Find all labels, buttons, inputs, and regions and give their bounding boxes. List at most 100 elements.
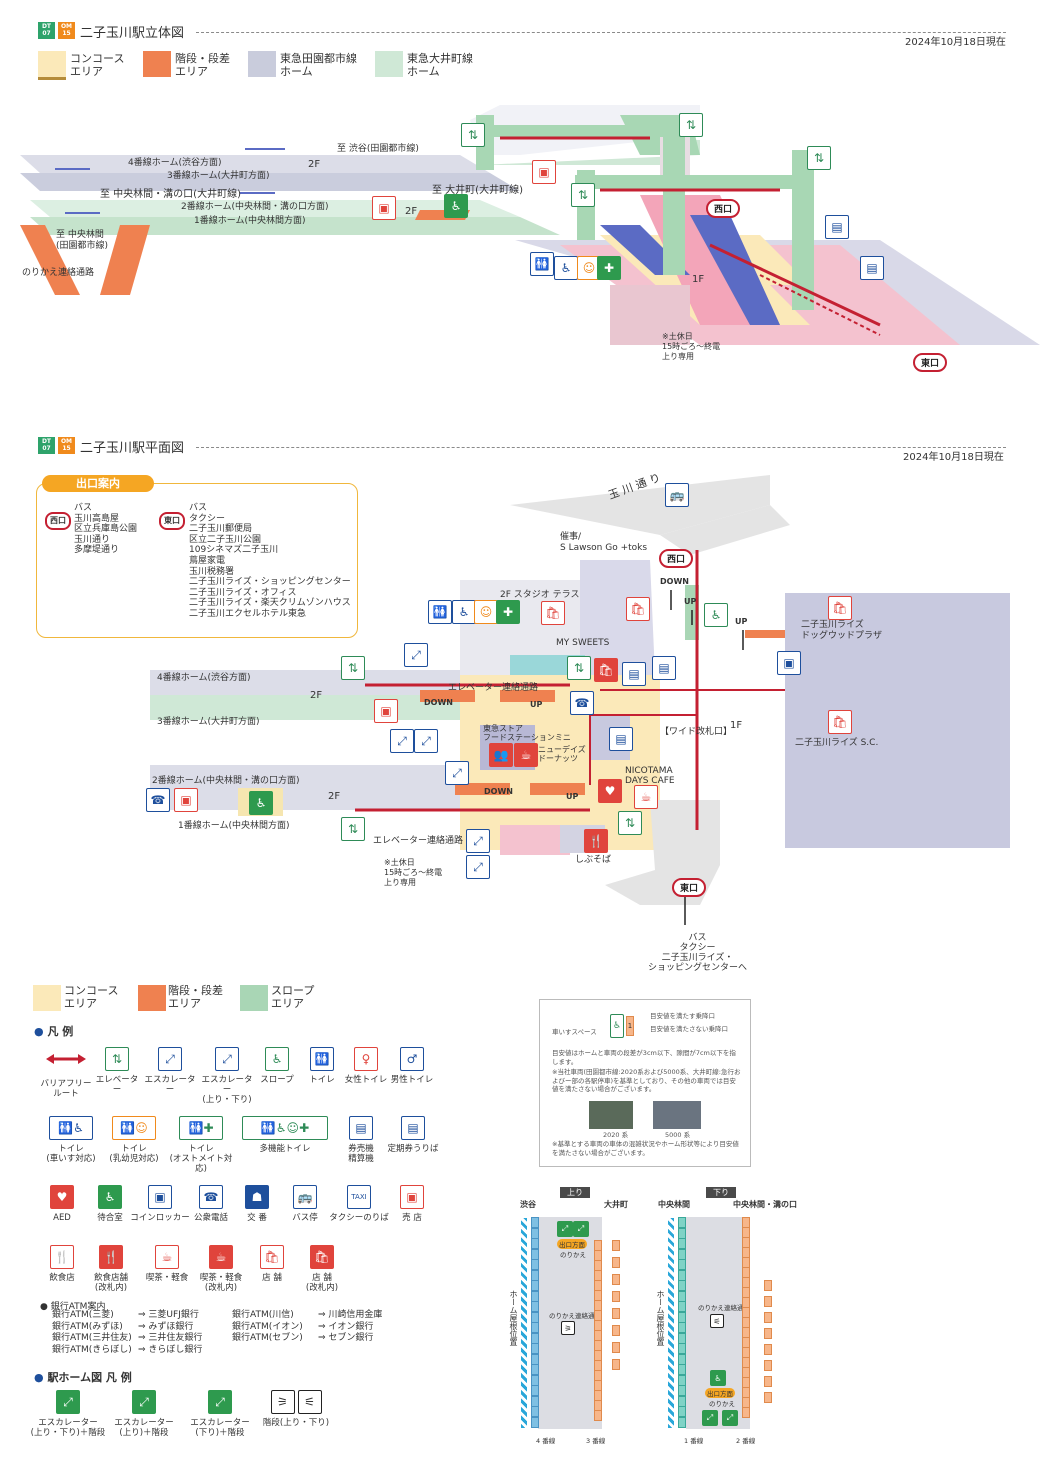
ticket-machine-icon[interactable]: ▤ <box>622 662 646 686</box>
cafe-inside-icon[interactable]: ☕ <box>514 743 538 767</box>
legend-label: 定期券うりば <box>387 1144 439 1154</box>
escalator-up-stairs-icon: ⤢ <box>132 1390 156 1414</box>
elevator-icon[interactable]: ⇅ <box>807 146 831 170</box>
baby-icon[interactable]: ☺ <box>474 600 498 624</box>
car-marker <box>531 1269 539 1281</box>
shop-icon[interactable]: 🛍 <box>828 710 852 734</box>
bus-stop-icon[interactable]: 🚌 <box>665 483 689 507</box>
shop-inside-icon[interactable]: 🛍 <box>594 658 618 682</box>
escalator-icon[interactable]: ⤢ <box>414 729 438 753</box>
kiosk-icon[interactable]: ▣ <box>374 699 398 723</box>
west-item: 区立兵庫島公園 <box>74 524 138 535</box>
label-nicotama: NICOTAMA DAYS CAFE <box>625 766 675 786</box>
waiting-room-icon[interactable]: ♿ <box>444 194 468 218</box>
car-marker <box>612 1274 620 1285</box>
car-marker <box>764 1280 772 1291</box>
shop-icon[interactable]: 🛍 <box>626 597 650 621</box>
barrier-free-route-icon <box>46 1054 86 1064</box>
slope-icon[interactable]: ♿ <box>704 603 728 627</box>
escalator-icon[interactable]: ⤢ <box>404 643 428 667</box>
label-down: DOWN <box>660 577 689 586</box>
food-inside-icon[interactable]: 🍴 <box>584 829 608 853</box>
label-up-a: UP <box>530 700 543 709</box>
elevator-icon[interactable]: ⇅ <box>341 817 365 841</box>
east-exit-plan[interactable]: 東口 <box>672 878 707 897</box>
escalator-icon[interactable]: ⤢ <box>466 829 490 853</box>
label-rise-sc: 二子玉川ライズ S.C. <box>795 738 879 748</box>
label-to-shibuya: 至 渋谷(田園都市線) <box>337 144 419 154</box>
car-marker <box>531 1280 539 1291</box>
elevator-icon[interactable]: ⇅ <box>571 183 595 207</box>
legend-label: 男性トイレ <box>390 1075 434 1085</box>
west-exit-plan[interactable]: 西口 <box>659 549 694 568</box>
elevator-icon[interactable]: ⇅ <box>341 656 365 680</box>
legend-esc-up-stairs: ⤢ エスカレーター (上り)＋階段 <box>106 1390 182 1438</box>
legend-shop-inside: 🛍 店 舗 (改札内) <box>302 1245 342 1293</box>
elevator-icon[interactable]: ⇅ <box>679 113 703 137</box>
elevator-icon[interactable]: ⇅ <box>567 656 591 680</box>
legend-label: エスカレーター (上り・下り) <box>201 1075 253 1105</box>
aed-icon[interactable]: ♥ <box>598 779 622 803</box>
waiting-room-icon[interactable]: ♿ <box>249 791 273 815</box>
public-phone-icon[interactable]: ☎ <box>570 691 594 715</box>
atm-item: 銀行ATM(セブン) <box>232 1333 303 1343</box>
toilet-icon: 🚻 <box>310 1047 334 1071</box>
waiting-icon[interactable]: 👥 <box>489 743 513 767</box>
car-marker <box>612 1325 620 1336</box>
toilet-icon[interactable]: 🚻 <box>530 252 554 276</box>
exit-guide-title: 出口案内 <box>42 475 154 492</box>
shop-icon[interactable]: 🛍 <box>541 601 565 625</box>
up-right-dest: 大井町 <box>604 1200 628 1209</box>
public-phone-icon[interactable]: ☎ <box>146 788 170 812</box>
coin-locker-icon: ▣ <box>148 1185 172 1209</box>
legend-label: 喫茶・軽食 <box>145 1273 189 1283</box>
car-marker <box>531 1364 539 1375</box>
shop-icon[interactable]: 🛍 <box>828 596 852 620</box>
down-roof-marker <box>668 1218 674 1428</box>
west-exit-3d[interactable]: 西口 <box>706 199 741 218</box>
stairs-icons: ⚞ ⚟ <box>258 1390 334 1414</box>
elevator-icon[interactable]: ⇅ <box>461 123 485 147</box>
up-transfer-label: のりかえ <box>560 1251 586 1259</box>
east-exit-3d[interactable]: 東口 <box>913 353 948 372</box>
coin-locker-icon[interactable]: ▣ <box>777 651 801 675</box>
ostomate-icon[interactable]: ✚ <box>597 256 621 280</box>
label-elev-path-bottom: エレベーター連絡通路 <box>373 836 464 846</box>
car-marker <box>531 1322 539 1333</box>
shop-icon: 🛍 <box>260 1245 284 1269</box>
ticket-machine-icon[interactable]: ▤ <box>652 656 676 680</box>
car-marker <box>612 1342 620 1353</box>
car-marker <box>612 1308 620 1319</box>
legend-cafe: ☕ 喫茶・軽食 <box>142 1245 192 1283</box>
cafe-icon[interactable]: ☕ <box>634 785 658 809</box>
west-item: 玉川高島屋 <box>74 513 120 524</box>
atm-bank: ⇒ みずほ銀行 <box>138 1321 194 1332</box>
toilet-women-icon: ♀ <box>354 1047 378 1071</box>
kiosk-icon[interactable]: ▣ <box>532 160 556 184</box>
note-text-3: ※基準とする車両の車体の混雑状況やホーム形状等により目安値を満たさない場合がござ… <box>552 1140 739 1157</box>
ticket-machine-icon[interactable]: ▤ <box>825 215 849 239</box>
toilet-icon[interactable]: 🚻 <box>428 600 452 624</box>
car-marker <box>678 1290 686 1302</box>
ostomate-icon[interactable]: ✚ <box>496 600 520 624</box>
escalator-icon[interactable]: ⤢ <box>466 855 490 879</box>
label-down-a: DOWN <box>424 698 453 707</box>
kiosk-icon[interactable]: ▣ <box>372 196 396 220</box>
escalator-icon[interactable]: ⤢ <box>390 729 414 753</box>
pass-office-icon[interactable]: ▤ <box>860 256 884 280</box>
car-marker <box>678 1395 686 1407</box>
car-marker <box>764 1296 772 1307</box>
pass-office-icon[interactable]: ▤ <box>609 727 633 751</box>
kiosk-icon[interactable]: ▣ <box>174 788 198 812</box>
legend-label: 待合室 <box>97 1213 123 1223</box>
wheelchair-icon[interactable]: ♿ <box>554 256 578 280</box>
atm-bank: ⇒ きらぼし銀行 <box>138 1344 203 1355</box>
escalator-icon[interactable]: ⤢ <box>445 761 469 785</box>
label-to-chuorinkan-dt: 至 中央林間 (田園都市線) <box>56 230 109 251</box>
elevator-icon[interactable]: ⇅ <box>618 811 642 835</box>
legend-concourse: コンコース エリア <box>64 984 119 1010</box>
west-exit-list: バス 玉川高島屋 区立兵庫島公園 玉川通り 多摩堤通り <box>74 503 137 556</box>
wheelchair-icon[interactable]: ♿ <box>452 600 476 624</box>
car-marker <box>678 1364 686 1375</box>
label-elev-path-top: エレベーター連絡通路 <box>448 683 539 693</box>
